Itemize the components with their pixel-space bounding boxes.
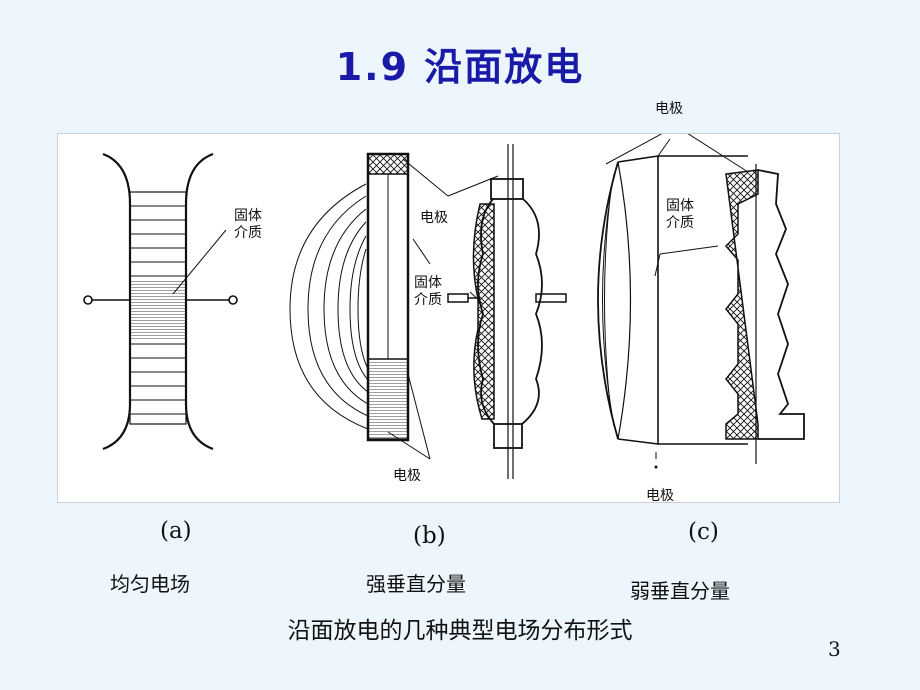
c-electrode-bottom-label: 电极	[646, 488, 674, 504]
panel-a-drawing	[83, 152, 238, 451]
panel-c-letter: (c)	[688, 519, 719, 545]
slide-title: 1.9 沿面放电	[335, 45, 585, 89]
b-dielectric-label: 固体 介质	[414, 275, 442, 308]
panel-b-letter: (b)	[413, 523, 446, 549]
panel-a-caption: 均匀电场	[110, 572, 190, 596]
b-electrode-top-label: 电极	[420, 210, 448, 226]
discharge-diagram	[83, 134, 805, 479]
b-electrode-bottom-label: 电极	[393, 468, 421, 484]
page-number: 3	[828, 637, 841, 661]
panel-a-letter: (a)	[160, 518, 192, 544]
c-electrode-top-label: 电极	[655, 101, 683, 117]
figure-panel: 固体 介质 电极 固体 介质 电极 固体 介质	[57, 133, 840, 503]
figure-caption: 沿面放电的几种典型电场分布形式	[287, 618, 633, 644]
panel-c-drawing	[597, 134, 805, 469]
panel-c-caption: 弱垂直分量	[630, 579, 730, 603]
panel-b-caption: 强垂直分量	[366, 572, 466, 596]
a-dielectric-label: 固体 介质	[234, 208, 262, 241]
c-dielectric-label: 固体 介质	[666, 198, 694, 231]
panel-b-drawing	[289, 144, 567, 479]
